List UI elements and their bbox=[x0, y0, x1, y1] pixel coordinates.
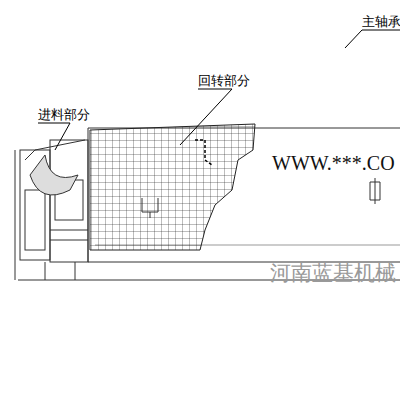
watermark: WWW.***.CO bbox=[272, 152, 395, 174]
part-label: 回转部分 bbox=[198, 74, 250, 88]
part-label: 主轴承 bbox=[362, 15, 400, 29]
watermark: 河南蓝基机械 bbox=[270, 262, 396, 285]
part-label: 进料部分 bbox=[38, 108, 90, 122]
